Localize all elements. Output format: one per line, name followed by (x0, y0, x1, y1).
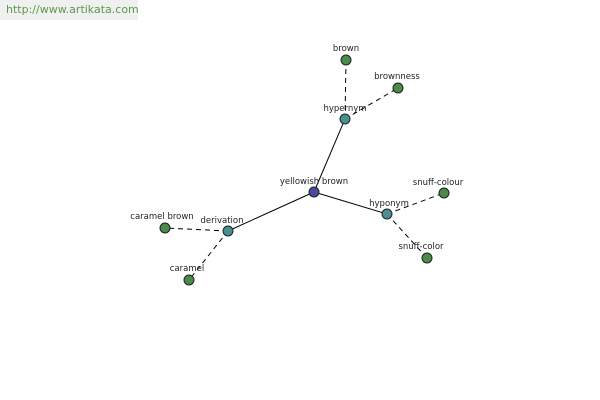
node-snuff-color-circle[interactable] (421, 252, 433, 264)
node-brown-circle[interactable] (340, 54, 352, 66)
edge-hypernym-brownness (344, 87, 399, 120)
node-hyponym-label: hyponym (369, 199, 409, 209)
node-snuff-color[interactable]: snuff-color (398, 242, 444, 264)
node-caramel-brown[interactable]: caramel brown (130, 212, 194, 234)
node-snuff-colour-label: snuff-colour (413, 178, 464, 188)
node-snuff-colour-circle[interactable] (438, 187, 450, 199)
edge-center-hypernym (313, 118, 346, 193)
node-brownness[interactable]: brownness (374, 72, 420, 94)
node-derivation-circle[interactable] (222, 225, 234, 237)
node-brownness-label: brownness (374, 72, 420, 82)
node-hypernym[interactable]: hypernym (323, 104, 367, 125)
edge-derivation-caramel (188, 230, 229, 281)
node-caramel-circle[interactable] (183, 274, 195, 286)
node-brown-label: brown (333, 44, 359, 54)
node-derivation[interactable]: derivation (200, 216, 244, 237)
graph-edges (164, 59, 445, 281)
edge-center-derivation (227, 191, 315, 232)
node-caramel-brown-circle[interactable] (159, 222, 171, 234)
node-center-label: yellowish brown (280, 177, 348, 187)
node-caramel[interactable]: caramel (170, 264, 204, 286)
edge-hypernym-brown (344, 59, 347, 120)
node-hypernym-circle[interactable] (339, 113, 351, 125)
edge-derivation-caramel-brown (164, 227, 229, 232)
node-snuff-colour[interactable]: snuff-colour (413, 178, 464, 199)
edge-hyponym-snuff-colour (386, 192, 445, 215)
node-caramel-brown-label: caramel brown (130, 212, 193, 222)
node-brownness-circle[interactable] (392, 82, 404, 94)
edge-hyponym-snuff-color (386, 213, 428, 259)
graph-nodes: yellowish brown hypernym hyponym derivation… (130, 44, 464, 286)
node-snuff-color-label: snuff-color (398, 242, 444, 252)
node-caramel-label: caramel (170, 264, 204, 274)
edge-center-hyponym (313, 191, 388, 215)
site-url-link[interactable]: http://www.artikata.com (0, 0, 139, 20)
node-center[interactable]: yellowish brown (280, 177, 348, 198)
node-hypernym-label: hypernym (323, 104, 366, 114)
node-center-circle[interactable] (308, 186, 320, 198)
node-hyponym[interactable]: hyponym (369, 199, 409, 220)
node-derivation-label: derivation (200, 216, 243, 226)
node-brown[interactable]: brown (333, 44, 359, 66)
node-hyponym-circle[interactable] (381, 208, 393, 220)
